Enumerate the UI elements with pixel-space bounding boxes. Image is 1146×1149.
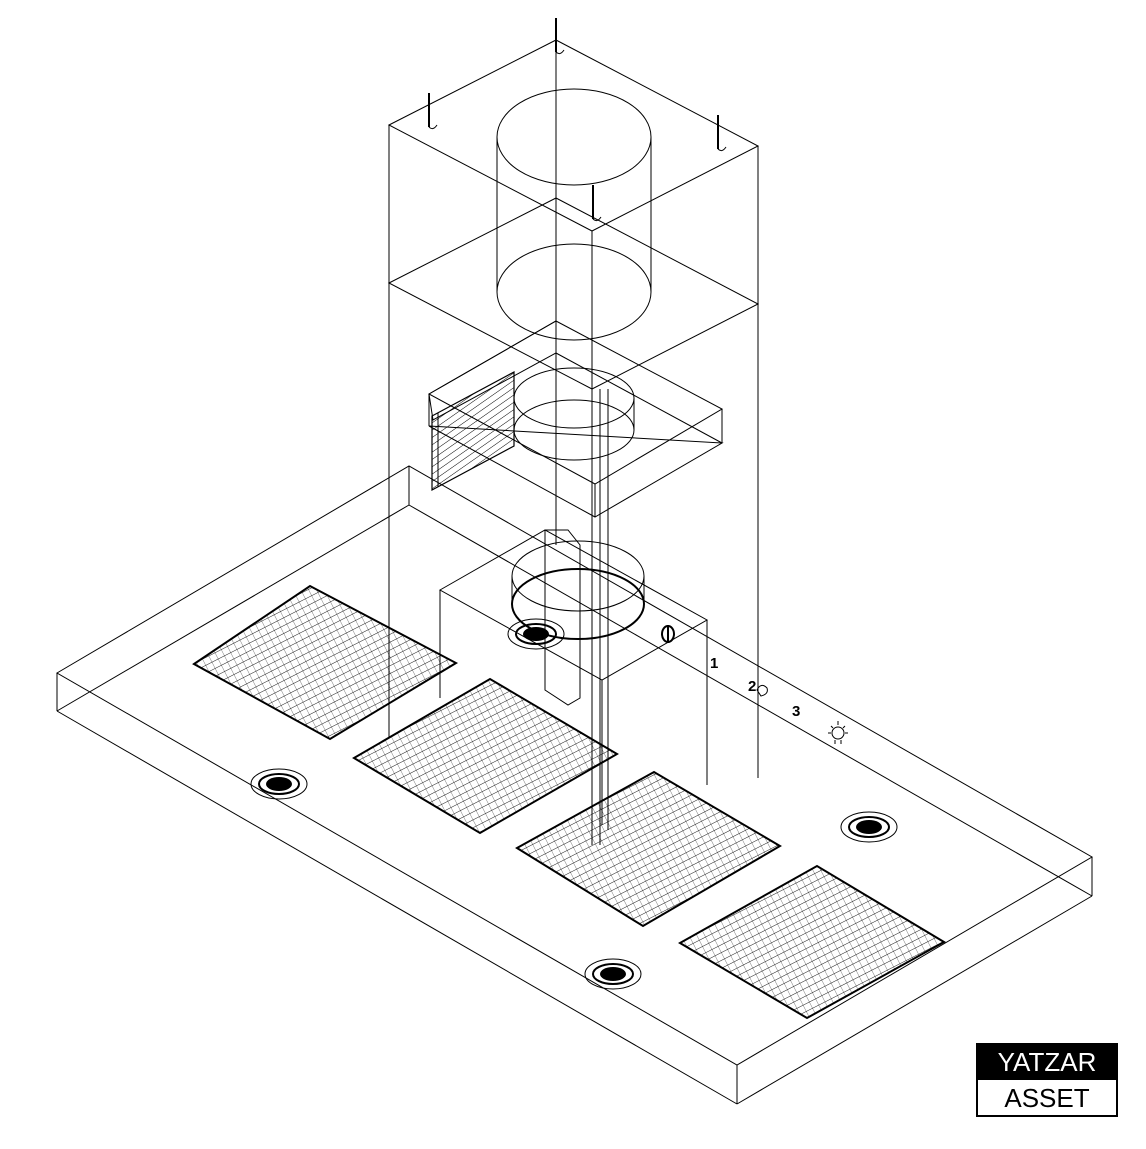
halogen-light	[584, 958, 642, 990]
brand-subtitle: ASSET	[1004, 1083, 1090, 1113]
halogen-lights	[250, 618, 898, 990]
brand-badge: YATZAR ASSET	[976, 1043, 1118, 1117]
halogen-light	[507, 618, 565, 650]
light-bulb-icon	[828, 721, 848, 744]
grease-filter	[677, 864, 947, 1020]
chimney-upper	[387, 39, 760, 390]
grease-filter	[352, 677, 619, 835]
speed-label-2: 2	[748, 678, 756, 695]
power-icon	[661, 625, 675, 643]
fan-icon	[756, 684, 768, 697]
motor-housing	[427, 320, 724, 518]
halogen-light	[250, 768, 308, 800]
speed-label-1: 1	[710, 655, 718, 672]
control-panel: 1 2 3	[661, 625, 848, 744]
speed-label-3: 3	[792, 703, 800, 720]
hood-body	[56, 465, 1093, 1105]
grease-filter	[515, 770, 782, 928]
brand-name: YATZAR	[978, 1045, 1116, 1080]
halogen-light	[840, 811, 898, 843]
duct-cylinder	[496, 88, 652, 341]
grease-filters	[192, 584, 947, 1020]
grease-filter	[192, 584, 459, 741]
mounting-brackets	[428, 18, 727, 222]
